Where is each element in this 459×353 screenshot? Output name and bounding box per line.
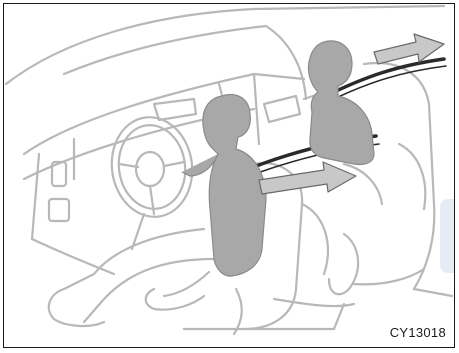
- illustration-frame: CY13018: [3, 3, 455, 348]
- airbag-warning-illustration: [4, 4, 455, 348]
- driver-legs: [49, 229, 214, 326]
- windshield-frame: [6, 9, 254, 84]
- side-tab: [440, 199, 454, 273]
- figure-code: CY13018: [390, 325, 446, 340]
- a-pillar: [266, 26, 306, 99]
- windshield-inner: [64, 26, 266, 74]
- passenger-silhouette: [308, 41, 374, 165]
- rear-seat: [344, 63, 452, 296]
- roof-line: [254, 6, 444, 9]
